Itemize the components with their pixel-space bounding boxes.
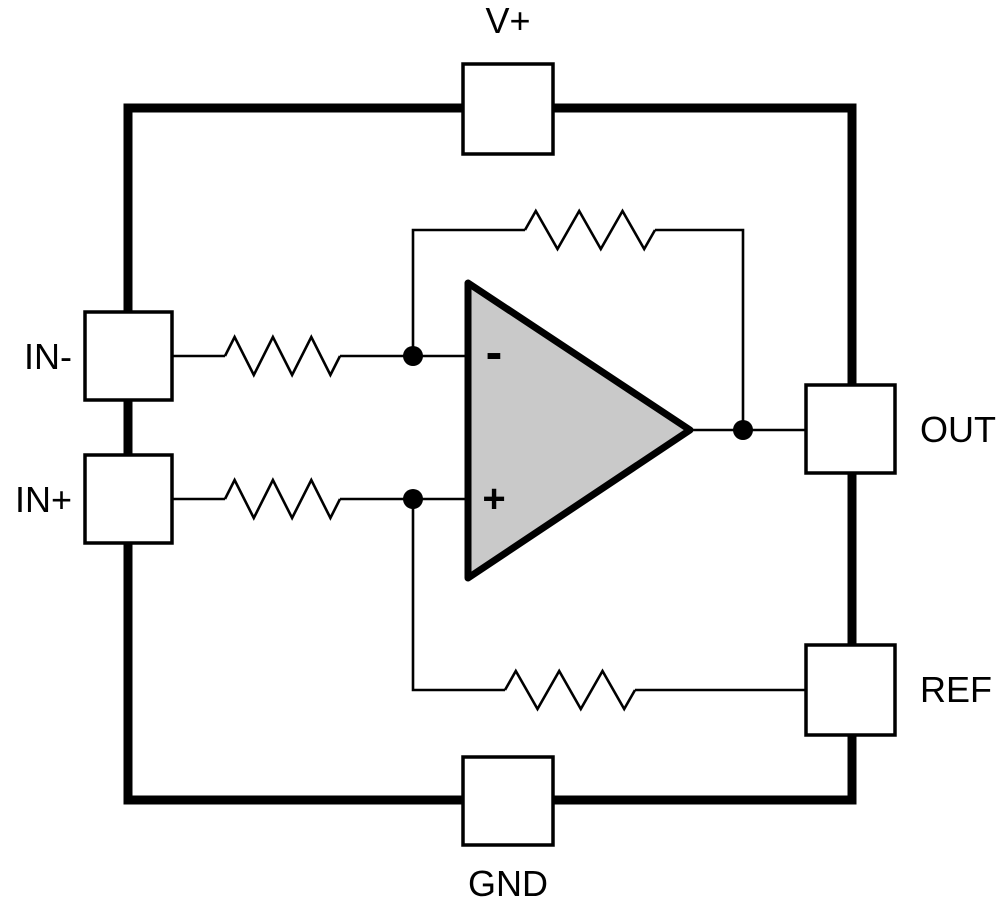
pin-box-out: [804, 383, 897, 475]
wires: [170, 228, 806, 692]
pin-box-in-plus: [83, 453, 174, 545]
wire-feedback-right: [655, 228, 745, 430]
pin-label-out: OUT: [920, 409, 996, 450]
wire-feedback-left: [411, 228, 525, 356]
pin-box-gnd: [461, 755, 555, 847]
pin-label-in-plus: IN+: [15, 479, 72, 520]
pin-label-ref: REF: [920, 669, 992, 710]
pin-box-in-minus: [83, 310, 174, 402]
opamp-inverting-sign: -: [486, 324, 503, 380]
pin-label-in-minus: IN-: [24, 336, 72, 377]
junction-dot-output: [733, 420, 753, 440]
pin-box-ref: [804, 643, 897, 737]
resistor-in-minus: [223, 334, 342, 378]
pin-labels: V+ GND IN- IN+ OUT REF: [15, 0, 996, 904]
resistor-feedback: [523, 208, 657, 252]
resistor-in-plus: [223, 477, 342, 521]
pin-label-vplus: V+: [485, 0, 530, 41]
opamp-triangle: [464, 279, 694, 582]
opamp-noninverting-sign: +: [482, 477, 505, 521]
junction-dots: [403, 346, 753, 509]
wire-ref-left: [411, 499, 505, 692]
resistors: [223, 208, 657, 712]
junction-dot-noninverting: [403, 489, 423, 509]
pin-boxes: [83, 62, 897, 847]
pin-label-gnd: GND: [468, 863, 548, 904]
pin-box-vplus: [461, 62, 555, 156]
resistor-ref: [503, 668, 637, 712]
junction-dot-inverting: [403, 346, 423, 366]
